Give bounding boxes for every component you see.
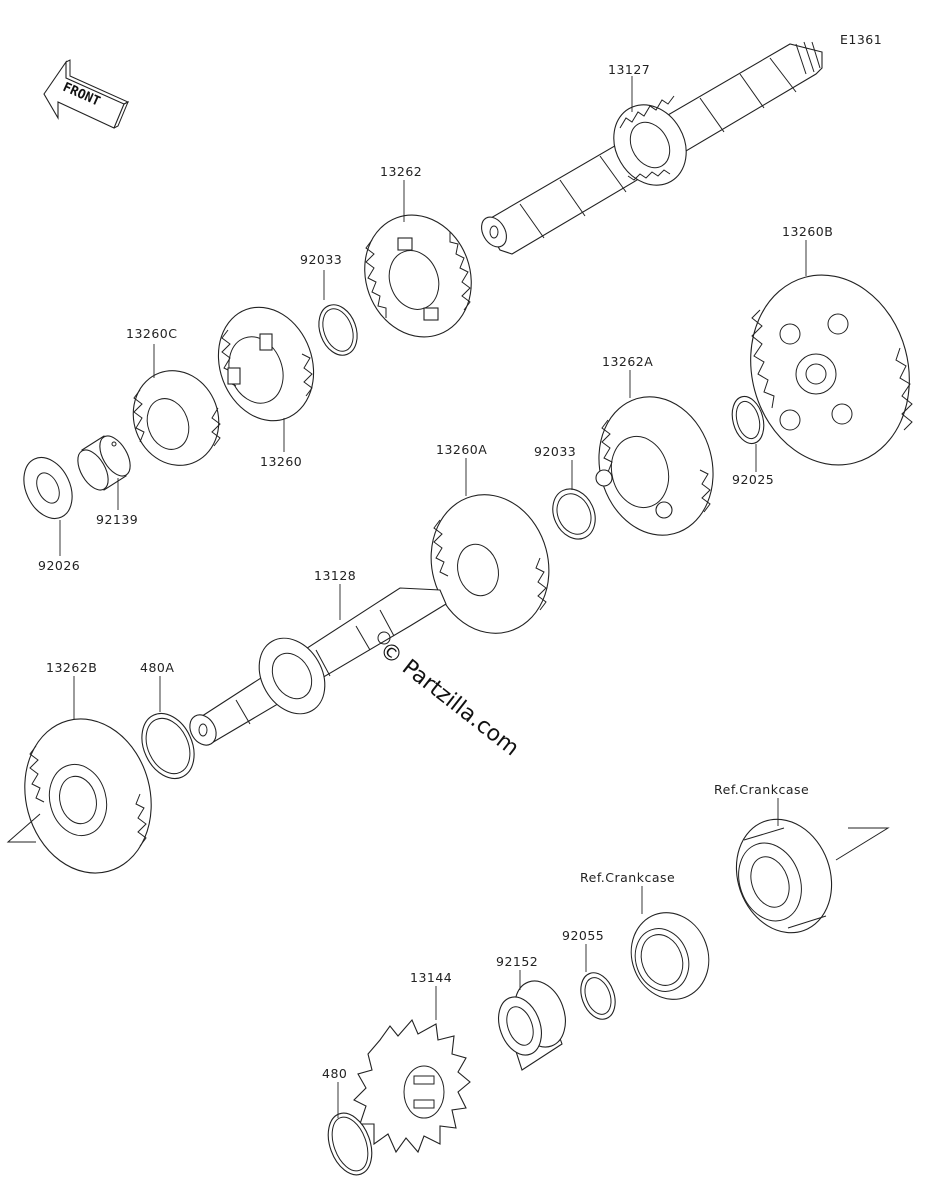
oil-seal-ref-crankcase[interactable] [619,902,721,1011]
circlip-92033-upper[interactable] [312,299,364,360]
label-92033-lower[interactable]: 92033 [534,444,576,459]
diagram-id: E1361 [840,32,882,47]
label-ref-crankcase-bearing[interactable]: Ref.Crankcase [714,782,809,797]
washer-92026[interactable] [15,450,82,527]
gear-13260a[interactable] [416,481,564,646]
label-480[interactable]: 480 [322,1066,347,1081]
axis-arrow-left [6,813,41,843]
label-92055[interactable]: 92055 [562,928,604,943]
gear-13127[interactable] [600,92,701,199]
gear-13260c[interactable] [120,359,232,478]
bearing-ref-crankcase[interactable] [721,806,847,946]
washer-92025[interactable] [727,393,768,447]
label-480a[interactable]: 480A [140,660,174,675]
sprocket-13144[interactable] [353,1018,471,1154]
part-labels: 13127 13262 92033 13260C 13260 92139 920… [38,62,833,1081]
label-13144[interactable]: 13144 [410,970,452,985]
watermark: © Partzilla.com [374,637,523,761]
collar-92152[interactable] [491,974,574,1071]
gear-13260b[interactable] [730,257,928,483]
gear-13262b[interactable] [8,705,168,888]
label-92139[interactable]: 92139 [96,512,138,527]
circlip-92055[interactable] [575,968,621,1024]
label-13260b[interactable]: 13260B [782,224,833,239]
circlip-92033-lower[interactable] [545,482,603,546]
label-13260a[interactable]: 13260A [436,442,487,457]
label-13260c[interactable]: 13260C [126,326,178,341]
label-92033-upper[interactable]: 92033 [300,252,342,267]
leader-lines [59,76,807,1118]
label-92152[interactable]: 92152 [496,954,538,969]
gear-13128-integral[interactable] [246,626,338,725]
gear-13262[interactable] [348,200,488,352]
front-arrow-icon: FRONT [43,59,130,129]
label-ref-crankcase-seal[interactable]: Ref.Crankcase [580,870,675,885]
label-13262[interactable]: 13262 [380,164,422,179]
label-13260[interactable]: 13260 [260,454,302,469]
label-13127[interactable]: 13127 [608,62,650,77]
circlip-480[interactable] [320,1107,379,1181]
gear-13262a[interactable] [584,384,728,548]
label-92026[interactable]: 92026 [38,558,80,573]
gear-13260[interactable] [203,294,329,434]
bush-92139[interactable] [72,431,137,495]
label-13262a[interactable]: 13262A [602,354,653,369]
label-13262b[interactable]: 13262B [46,660,97,675]
label-13128[interactable]: 13128 [314,568,356,583]
axis-arrow-right [835,827,890,861]
circlip-480a[interactable] [132,705,204,787]
label-92025[interactable]: 92025 [732,472,774,487]
